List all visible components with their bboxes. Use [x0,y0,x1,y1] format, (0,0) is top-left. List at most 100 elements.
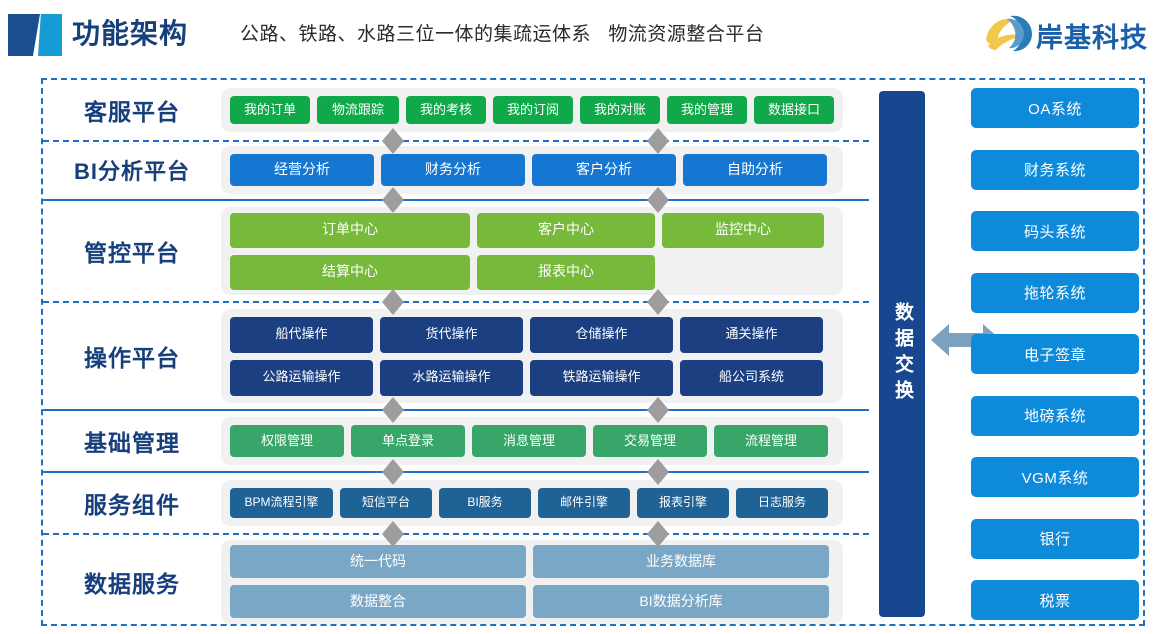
sys-weighbridge[interactable]: 地磅系统 [971,395,1139,436]
btn-rail-transport-op[interactable]: 铁路运输操作 [530,359,673,396]
row-service-components: 服务组件 BPM流程引擎 短信平台 BI服务 邮件引擎 报表引擎 日志服务 [43,473,869,533]
row-label-service-components: 服务组件 [84,492,180,518]
group-control-platform: 订单中心 客户中心 监控中心 结算中心 报表中心 [221,207,843,295]
page-header: 功能架构 公路、铁路、水路三位一体的集疏运体系 物流资源整合平台 岸基科技 [0,0,1154,68]
connector-arrow-6a [382,521,404,547]
btn-business-analysis[interactable]: 经营分析 [230,154,374,186]
sys-tax-invoice[interactable]: 税票 [971,580,1139,620]
group-service-components: BPM流程引擎 短信平台 BI服务 邮件引擎 报表引擎 日志服务 [221,480,843,526]
btn-shipping-company[interactable]: 船公司系统 [680,359,823,396]
btn-customer-center[interactable]: 客户中心 [477,212,655,248]
btn-message-mgmt[interactable]: 消息管理 [472,425,586,457]
separator-2 [43,199,869,201]
btn-customer-analysis[interactable]: 客户分析 [532,154,676,186]
btn-logistics-track[interactable]: 物流跟踪 [317,96,399,124]
btn-order-center[interactable]: 订单中心 [230,212,470,248]
btn-process-mgmt[interactable]: 流程管理 [714,425,828,457]
group-operation-platform: 船代操作 货代操作 仓储操作 通关操作 公路运输操作 水路运输操作 铁路运输操作… [221,309,843,403]
btn-data-integration[interactable]: 数据整合 [230,585,526,618]
btn-road-transport-op[interactable]: 公路运输操作 [230,359,373,396]
btn-single-sign-on[interactable]: 单点登录 [351,425,465,457]
btn-freight-agency-op[interactable]: 货代操作 [380,316,523,353]
btn-settlement-center[interactable]: 结算中心 [230,254,470,290]
row-label-basic-management: 基础管理 [84,430,180,456]
btn-water-transport-op[interactable]: 水路运输操作 [380,359,523,396]
platform-stack: 客服平台 我的订单 物流跟踪 我的考核 我的订阅 我的对账 我的管理 数据接口 … [43,80,869,624]
sys-finance[interactable]: 财务系统 [971,149,1139,190]
row-label-bi-platform: BI分析平台 [73,159,190,184]
row-label-control-platform: 管控平台 [84,240,180,266]
connector-arrow-6b [647,521,669,547]
sys-oa[interactable]: OA系统 [971,88,1139,128]
btn-report-engine[interactable]: 报表引擎 [637,488,729,518]
btn-report-center[interactable]: 报表中心 [477,254,655,290]
separator-3 [43,301,869,303]
btn-log-service[interactable]: 日志服务 [736,488,828,518]
connector-arrow-1b [647,128,669,154]
sys-tugboat[interactable]: 拖轮系统 [971,272,1139,313]
data-exchange-bar: 数据交换 [879,91,925,617]
connector-arrow-3a [382,289,404,315]
sys-vgm[interactable]: VGM系统 [971,457,1139,497]
page-subtitle: 公路、铁路、水路三位一体的集疏运体系 物流资源整合平台 [240,24,765,45]
row-label-operation-platform: 操作平台 [84,345,180,371]
logo-emblem-icon [982,10,1034,61]
group-bi-platform: 经营分析 财务分析 客户分析 自助分析 [221,146,843,194]
btn-my-subscription[interactable]: 我的订阅 [493,96,573,124]
separator-6 [43,533,869,535]
connector-arrow-2b [647,187,669,213]
btn-sms-platform[interactable]: 短信平台 [340,488,432,518]
btn-bi-service[interactable]: BI服务 [439,488,531,518]
connector-arrow-4a [382,397,404,423]
separator-1 [43,140,869,142]
btn-my-reconcile[interactable]: 我的对账 [580,96,660,124]
group-customer-service: 我的订单 物流跟踪 我的考核 我的订阅 我的对账 我的管理 数据接口 [221,88,843,132]
row-operation-platform: 操作平台 船代操作 货代操作 仓储操作 通关操作 公路运输操作 水路运输操作 铁… [43,303,869,409]
row-basic-management: 基础管理 权限管理 单点登录 消息管理 交易管理 流程管理 [43,411,869,471]
group-basic-management: 权限管理 单点登录 消息管理 交易管理 流程管理 [221,417,843,465]
data-exchange-label: 数据交换 [892,302,913,406]
connector-arrow-5a [382,459,404,485]
group-data-service: 统一代码 业务数据库 数据整合 BI数据分析库 [221,539,843,624]
btn-shipping-agency-op[interactable]: 船代操作 [230,316,373,353]
architecture-frame: 客服平台 我的订单 物流跟踪 我的考核 我的订阅 我的对账 我的管理 数据接口 … [41,78,1145,626]
connector-arrow-2a [382,187,404,213]
sys-e-signature[interactable]: 电子签章 [971,334,1139,374]
connector-arrow-3b [647,289,669,315]
connector-arrow-4b [647,397,669,423]
btn-warehouse-op[interactable]: 仓储操作 [530,316,673,353]
logo-text: 岸基科技 [1036,22,1148,53]
btn-my-assessment[interactable]: 我的考核 [406,96,486,124]
separator-4 [43,409,869,411]
btn-mail-engine[interactable]: 邮件引擎 [538,488,630,518]
row-data-service: 数据服务 统一代码 业务数据库 数据整合 BI数据分析库 [43,535,869,628]
btn-data-interface[interactable]: 数据接口 [754,96,834,124]
btn-my-management[interactable]: 我的管理 [667,96,747,124]
btn-permission-mgmt[interactable]: 权限管理 [230,425,344,457]
row-label-customer-service: 客服平台 [84,99,180,125]
header-accent-mark [8,14,64,56]
sys-bank[interactable]: 银行 [971,518,1139,559]
btn-self-analysis[interactable]: 自助分析 [683,154,827,186]
connector-arrow-5b [647,459,669,485]
row-label-data-service: 数据服务 [84,570,180,597]
sys-terminal[interactable]: 码头系统 [971,211,1139,251]
btn-transaction-mgmt[interactable]: 交易管理 [593,425,707,457]
row-control-platform: 管控平台 订单中心 客户中心 监控中心 结算中心 报表中心 [43,201,869,301]
page-title: 功能架构 [72,18,189,49]
btn-finance-analysis[interactable]: 财务分析 [381,154,525,186]
btn-customs-op[interactable]: 通关操作 [680,316,823,353]
btn-business-db[interactable]: 业务数据库 [533,545,829,578]
btn-bpm-engine[interactable]: BPM流程引擎 [230,488,333,518]
external-systems-column: OA系统 财务系统 码头系统 拖轮系统 电子签章 地磅系统 VGM系统 银行 税… [971,88,1139,620]
row-customer-service: 客服平台 我的订单 物流跟踪 我的考核 我的订阅 我的对账 我的管理 数据接口 [43,80,869,140]
btn-monitor-center[interactable]: 监控中心 [662,212,824,248]
row-bi-platform: BI分析平台 经营分析 财务分析 客户分析 自助分析 [43,141,869,199]
company-logo: 岸基科技 [982,10,1148,60]
accent-block-light [38,14,62,56]
accent-block-dark [8,14,40,56]
btn-bi-analysis-db[interactable]: BI数据分析库 [533,585,829,618]
btn-unified-code[interactable]: 统一代码 [230,545,526,578]
separator-5 [43,471,869,473]
btn-my-orders[interactable]: 我的订单 [230,96,310,124]
